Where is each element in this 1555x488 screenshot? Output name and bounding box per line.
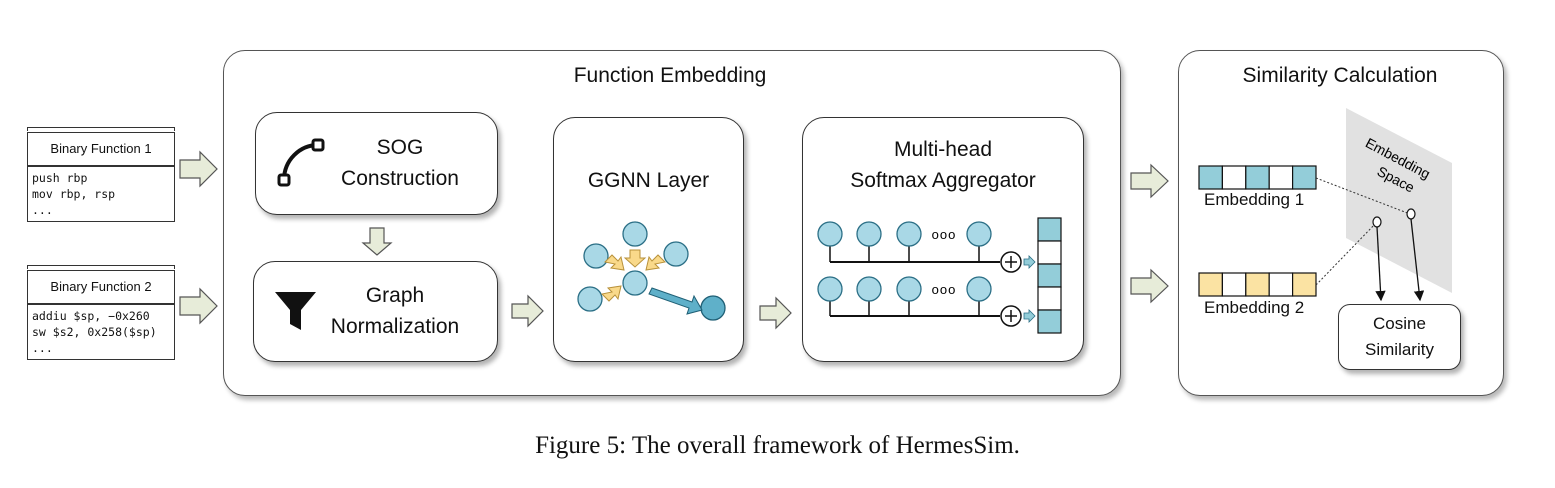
embedding-cell xyxy=(1291,165,1317,190)
arrow-input2 xyxy=(179,287,218,325)
funnel-icon xyxy=(275,292,316,330)
ggnn-graph xyxy=(577,221,726,321)
projection-line-1 xyxy=(1315,177,1411,215)
ggnn-message-arrows xyxy=(600,249,667,302)
sog-construction-label: SOG Construction xyxy=(320,132,480,194)
cosine-similarity-label: Cosine Similarity xyxy=(1338,311,1461,363)
plus-icon-2 xyxy=(1000,305,1022,327)
aggregator-ellipsis-1: ooo xyxy=(932,227,957,242)
arrow-sog-to-norm xyxy=(361,227,393,256)
aggregator-label: Multi-head Softmax Aggregator xyxy=(802,134,1084,196)
binary-function-2-title: Binary Function 2 xyxy=(27,265,175,304)
embedding-cell xyxy=(1245,272,1270,297)
embedding-cell xyxy=(1221,272,1247,297)
aggregator-ellipsis-2: ooo xyxy=(932,282,957,297)
embedding-cell xyxy=(1268,272,1294,297)
similarity-title: Similarity Calculation xyxy=(1242,64,1438,87)
small-arrow-2 xyxy=(1023,309,1036,323)
plus-icon-1 xyxy=(1000,251,1022,273)
binary-function-1-code: push rbp mov rbp, rsp ... xyxy=(27,166,175,222)
figure-caption: Figure 5: The overall framework of Herme… xyxy=(535,432,1020,459)
aggregator-card xyxy=(802,117,1084,362)
arrow-to-embedding2 xyxy=(1130,268,1169,304)
sog-line1: SOG xyxy=(376,136,424,159)
aggregator-row-1 xyxy=(817,221,1000,263)
arrow-point2-to-cosine xyxy=(1375,226,1386,302)
embedding-space-plane xyxy=(1346,108,1452,293)
embedding-cell xyxy=(1245,165,1270,190)
projection-line-2 xyxy=(1315,221,1378,286)
embedding-cell xyxy=(1198,165,1223,190)
point-embedding-1 xyxy=(1406,208,1416,220)
ggnn-layer-card xyxy=(553,117,744,362)
embedding-cell xyxy=(1291,272,1317,297)
small-arrow-1 xyxy=(1023,255,1036,269)
embedding-2-label: Embedding 2 xyxy=(1204,298,1305,317)
binary-function-1-title: Binary Function 1 xyxy=(27,127,175,166)
sog-construction-card xyxy=(255,112,498,215)
aggregator-line1: Multi-head xyxy=(893,138,993,161)
sog-line2: Construction xyxy=(341,167,459,190)
arrow-to-embedding1 xyxy=(1130,163,1169,199)
point-embedding-2 xyxy=(1372,216,1382,228)
embedding-1-label: Embedding 1 xyxy=(1204,190,1305,209)
function-embedding-title: Function Embedding xyxy=(573,64,767,87)
embedding-cell xyxy=(1198,272,1223,297)
arrow-norm-to-ggnn xyxy=(511,294,544,328)
normalization-line2: Normalization xyxy=(330,315,460,338)
curve-icon xyxy=(277,138,325,187)
cosine-line2: Similarity xyxy=(1365,340,1434,359)
arrow-input1 xyxy=(179,150,218,188)
embedding-1-vector xyxy=(1198,165,1317,190)
arrow-ggnn-to-agg xyxy=(759,296,792,330)
ggnn-layer-title: GGNN Layer xyxy=(587,169,710,192)
cosine-line1: Cosine xyxy=(1373,314,1426,333)
arrow-point1-to-cosine xyxy=(1410,218,1425,302)
graph-normalization-label: Graph Normalization xyxy=(320,280,470,342)
binary-function-2-code: addiu $sp, −0x260 sw $s2, 0x258($sp) ... xyxy=(27,304,175,360)
ggnn-output-arrow xyxy=(648,287,703,315)
aggregator-line2: Softmax Aggregator xyxy=(850,169,1036,192)
aggregated-vector xyxy=(1037,217,1062,334)
embedding-cell xyxy=(1221,165,1247,190)
aggregator-row-2 xyxy=(817,276,1000,317)
embedding-2-vector xyxy=(1198,272,1317,297)
normalization-line1: Graph xyxy=(365,284,425,307)
embedding-cell xyxy=(1268,165,1294,190)
cosine-similarity-box xyxy=(1338,304,1461,370)
